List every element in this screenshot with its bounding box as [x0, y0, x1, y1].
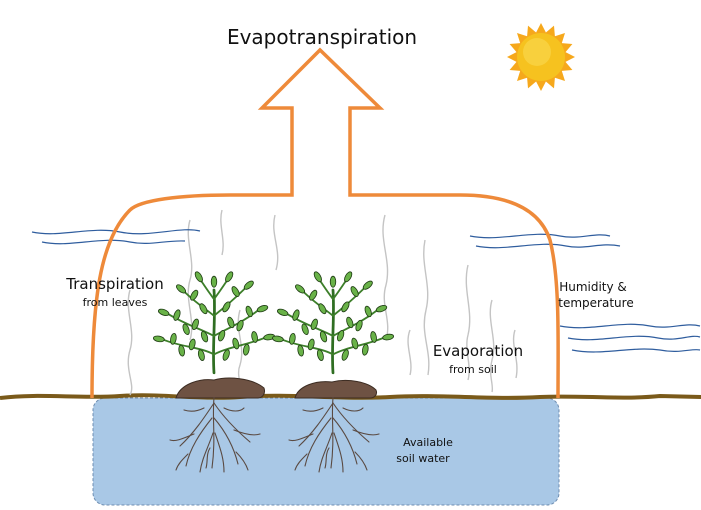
soil-mound [175, 377, 265, 399]
evaporation-label: Evaporation [433, 342, 523, 360]
humidity-label-line2: temperature [558, 296, 633, 310]
transpiration-sublabel: from leaves [83, 296, 148, 309]
soil-water-label-line2: soil water [396, 452, 450, 465]
transpiration-label: Transpiration [65, 275, 163, 293]
plant-left [153, 271, 275, 473]
plant-icon [272, 271, 394, 373]
diagram-title: Evapotranspiration [227, 25, 417, 49]
plant-right [272, 271, 394, 473]
evapotranspiration-arrow [90, 47, 560, 399]
soil-water-label-line1: Available [403, 436, 453, 449]
wind-lines-icon [31, 229, 701, 353]
humidity-label-line1: Humidity & [559, 280, 627, 294]
soil-mound [294, 379, 377, 399]
plant-icon [153, 271, 275, 373]
evaporation-sublabel: from soil [449, 363, 497, 376]
sun-icon [507, 23, 575, 91]
